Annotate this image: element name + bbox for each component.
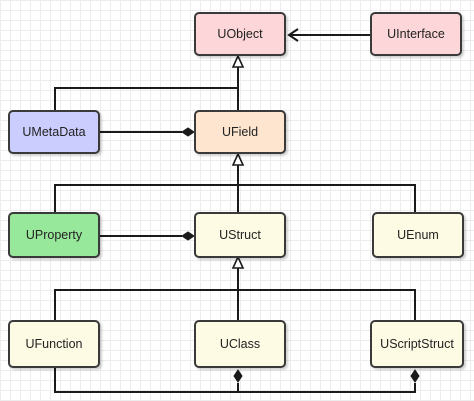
node-ustruct-label: UStruct <box>219 228 261 242</box>
node-umetadata-label: UMetaData <box>22 125 86 139</box>
diamond-ufield-left <box>181 127 195 137</box>
node-ufunction[interactable]: UFunction <box>8 320 100 368</box>
node-ufield[interactable]: UField <box>194 110 286 154</box>
arrowhead-uinterface-to-uobject <box>287 28 299 42</box>
node-uobject[interactable]: UObject <box>194 12 286 56</box>
node-uinterface-label: UInterface <box>387 27 445 41</box>
node-uproperty-label: UProperty <box>25 228 83 242</box>
node-uobject-label: UObject <box>217 27 263 41</box>
node-uenum-label: UEnum <box>397 228 439 242</box>
edge-uscriptstruct-ustruct <box>238 289 416 320</box>
node-ufunction-label: UFunction <box>25 337 83 351</box>
arrowhead-ufield-bottom <box>231 152 245 166</box>
diamond-uscriptstruct-bottom <box>410 369 420 383</box>
node-uscriptstruct[interactable]: UScriptStruct <box>370 320 464 368</box>
edge-uproperty-ufield <box>54 184 238 212</box>
node-uenum[interactable]: UEnum <box>372 212 464 258</box>
edge-ufunction-ustruct <box>54 289 238 320</box>
node-uinterface[interactable]: UInterface <box>370 12 462 56</box>
arrowhead-ustruct-bottom <box>231 255 245 269</box>
edge-umetadata-uobject <box>54 67 239 110</box>
diamond-uclass-bottom <box>233 369 243 383</box>
node-uclass-label: UClass <box>219 337 261 351</box>
node-uproperty[interactable]: UProperty <box>8 212 100 258</box>
edge-uenum-ufield <box>238 184 416 212</box>
arrowhead-uobject-bottom <box>231 54 245 68</box>
edge-ufunction-bottom-bus <box>54 368 416 393</box>
node-ufield-label: UField <box>221 125 259 139</box>
node-uscriptstruct-label: UScriptStruct <box>380 337 454 351</box>
node-ustruct[interactable]: UStruct <box>194 212 286 258</box>
node-uclass[interactable]: UClass <box>194 320 286 368</box>
diamond-ustruct-left <box>181 231 195 241</box>
node-umetadata[interactable]: UMetaData <box>8 110 100 154</box>
